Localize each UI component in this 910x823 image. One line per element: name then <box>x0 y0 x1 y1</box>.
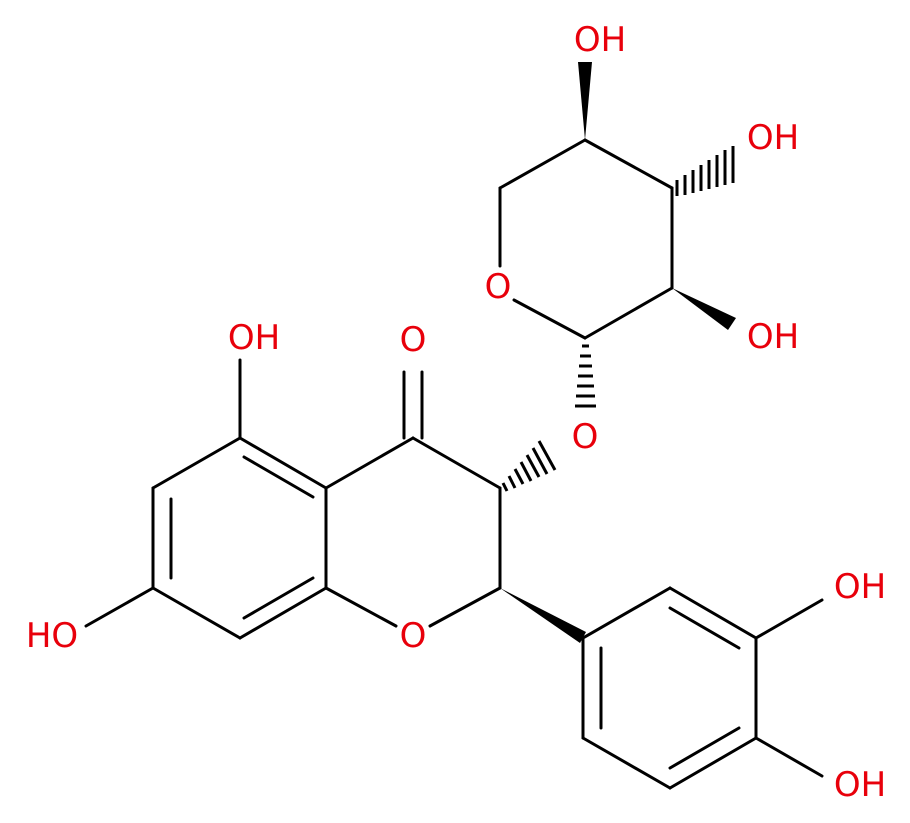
bond <box>754 736 824 778</box>
atom-label-o-sugar-right-upper: OH <box>747 118 799 158</box>
a-ring <box>84 358 328 640</box>
bond <box>324 586 398 628</box>
atom-label-o-7-hydroxy: HO <box>26 616 78 656</box>
bond <box>411 436 502 490</box>
atom-label-o-pyran-ring: O <box>400 616 427 656</box>
bond <box>754 598 824 640</box>
bond <box>498 138 587 190</box>
bond <box>668 586 758 640</box>
hashed-bond <box>675 146 735 196</box>
atom-label-o-glycosidic: O <box>572 417 599 457</box>
bond <box>583 138 674 190</box>
bond <box>668 606 741 650</box>
atom-label-o-sugar-ring: O <box>485 267 512 307</box>
bond <box>242 455 315 499</box>
sugar-ring <box>498 138 674 340</box>
bond <box>151 586 242 640</box>
bond <box>668 736 758 790</box>
bond <box>428 586 502 628</box>
bond <box>238 586 328 640</box>
bond <box>238 436 328 490</box>
wedge-bond <box>578 62 592 140</box>
bond <box>581 736 672 790</box>
bond <box>324 436 415 490</box>
b-ring <box>581 586 824 790</box>
atom-label-o-4prime-hydroxy: OH <box>834 765 886 805</box>
bond <box>581 586 672 640</box>
atom-label-o-carbonyl: O <box>400 320 427 360</box>
bond <box>512 298 587 340</box>
bond <box>242 576 315 620</box>
bond <box>84 586 155 628</box>
chromanone-core <box>324 370 502 628</box>
bond <box>583 286 674 340</box>
hashed-bond <box>575 344 596 408</box>
wedge-bond <box>500 588 586 643</box>
wedge-bond <box>672 288 736 330</box>
atom-label-o-sugar-right-lower: OH <box>747 317 799 357</box>
bond <box>668 726 741 770</box>
atom-label-o-sugar-top: OH <box>574 20 626 60</box>
bond <box>151 436 242 490</box>
hashed-bond <box>501 440 557 492</box>
atom-label-o-3prime-hydroxy: OH <box>834 567 886 607</box>
atom-label-o-5-hydroxy: OH <box>228 318 280 358</box>
